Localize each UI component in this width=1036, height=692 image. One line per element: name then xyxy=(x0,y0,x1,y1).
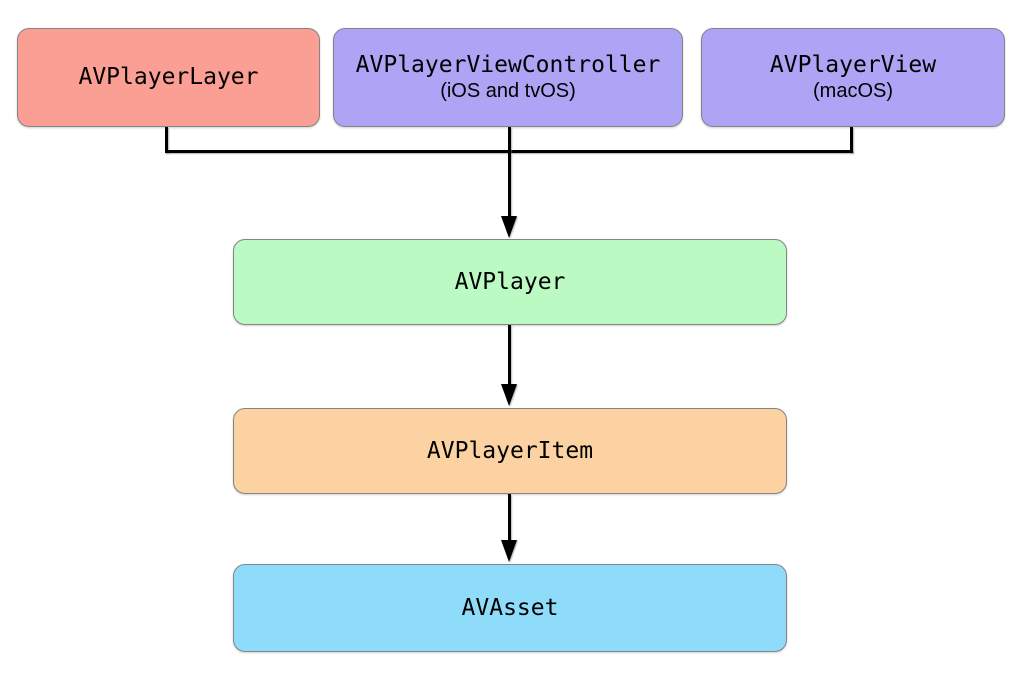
node-label: AVPlayerLayer xyxy=(78,64,259,90)
connector-line-to-avasset xyxy=(508,494,511,541)
arrow-down-icon xyxy=(501,540,517,562)
node-label: AVAsset xyxy=(461,594,559,621)
node-label: AVPlayerView xyxy=(769,52,937,78)
node-sublabel: (iOS and tvOS) xyxy=(440,80,576,102)
node-label: AVPlayerViewController xyxy=(355,52,661,78)
node-sublabel: (macOS) xyxy=(813,80,893,102)
node-avplayerlayer: AVPlayerLayer xyxy=(17,28,320,127)
connector-line-avplayerlayer xyxy=(165,127,168,153)
node-avasset: AVAsset xyxy=(233,564,787,652)
node-avplayerviewcontroller: AVPlayerViewController (iOS and tvOS) xyxy=(333,28,683,127)
connector-line-avplayerview xyxy=(850,127,853,153)
node-avplayer: AVPlayer xyxy=(233,239,787,325)
arrow-down-icon xyxy=(501,216,517,238)
arrow-down-icon xyxy=(501,384,517,406)
node-avplayeritem: AVPlayerItem xyxy=(233,408,787,494)
connector-line-to-avplayer xyxy=(508,127,511,217)
node-avplayerview: AVPlayerView (macOS) xyxy=(701,28,1005,127)
node-label: AVPlayer xyxy=(454,268,566,295)
node-label: AVPlayerItem xyxy=(426,437,594,464)
connector-line-to-avplayeritem xyxy=(508,325,511,385)
